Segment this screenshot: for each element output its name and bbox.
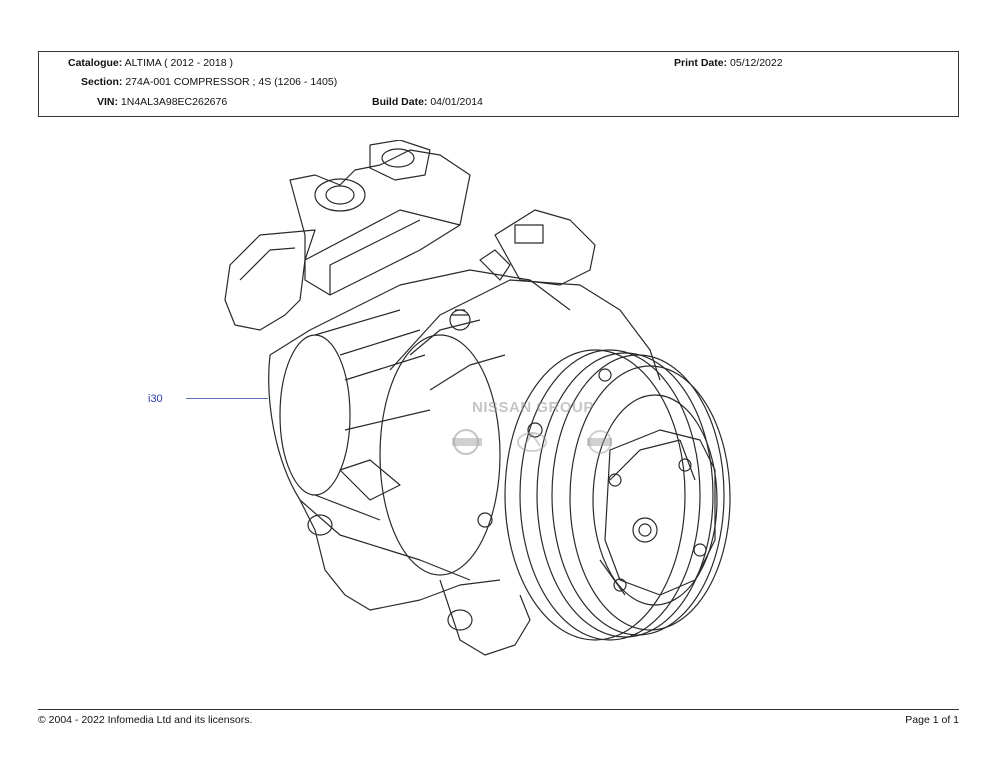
infiniti-logo-icon xyxy=(517,432,547,452)
part-callout-label[interactable]: i30 xyxy=(148,393,163,405)
section-row: Section: 274A-001 COMPRESSOR ; 4S (1206 … xyxy=(81,76,337,88)
footer-divider xyxy=(38,709,959,710)
section-value: 274A-001 COMPRESSOR ; 4S (1206 - 1405) xyxy=(125,76,338,88)
build-date-row: Build Date: 04/01/2014 xyxy=(372,96,483,108)
catalogue-value: ALTIMA ( 2012 - 2018 ) xyxy=(124,57,233,69)
catalogue-label: Catalogue: xyxy=(68,57,123,69)
print-date-row: Print Date: 05/12/2022 xyxy=(674,57,783,69)
catalogue-row: Catalogue: ALTIMA ( 2012 - 2018 ) xyxy=(68,57,233,69)
watermark-text: NISSAN GROUP xyxy=(472,399,594,416)
page-info: Page 1 of 1 xyxy=(905,714,959,726)
watermark-logos xyxy=(452,429,612,455)
print-date-value: 05/12/2022 xyxy=(730,57,783,69)
datsun-logo-icon xyxy=(587,430,612,454)
print-date-label: Print Date: xyxy=(674,57,728,69)
build-date-label: Build Date: xyxy=(372,96,428,108)
compressor-illustration xyxy=(224,140,731,656)
build-date-value: 04/01/2014 xyxy=(430,96,483,108)
header-box: Catalogue: ALTIMA ( 2012 - 2018 ) Print … xyxy=(38,51,959,117)
vin-row: VIN: 1N4AL3A98EC262676 xyxy=(97,96,227,108)
section-label: Section: xyxy=(81,76,123,88)
copyright-text: © 2004 - 2022 Infomedia Ltd and its lice… xyxy=(38,714,253,726)
part-callout-line xyxy=(186,398,268,399)
vin-label: VIN: xyxy=(97,96,118,108)
nissan-logo-icon xyxy=(452,429,482,455)
vin-value: 1N4AL3A98EC262676 xyxy=(120,96,228,108)
